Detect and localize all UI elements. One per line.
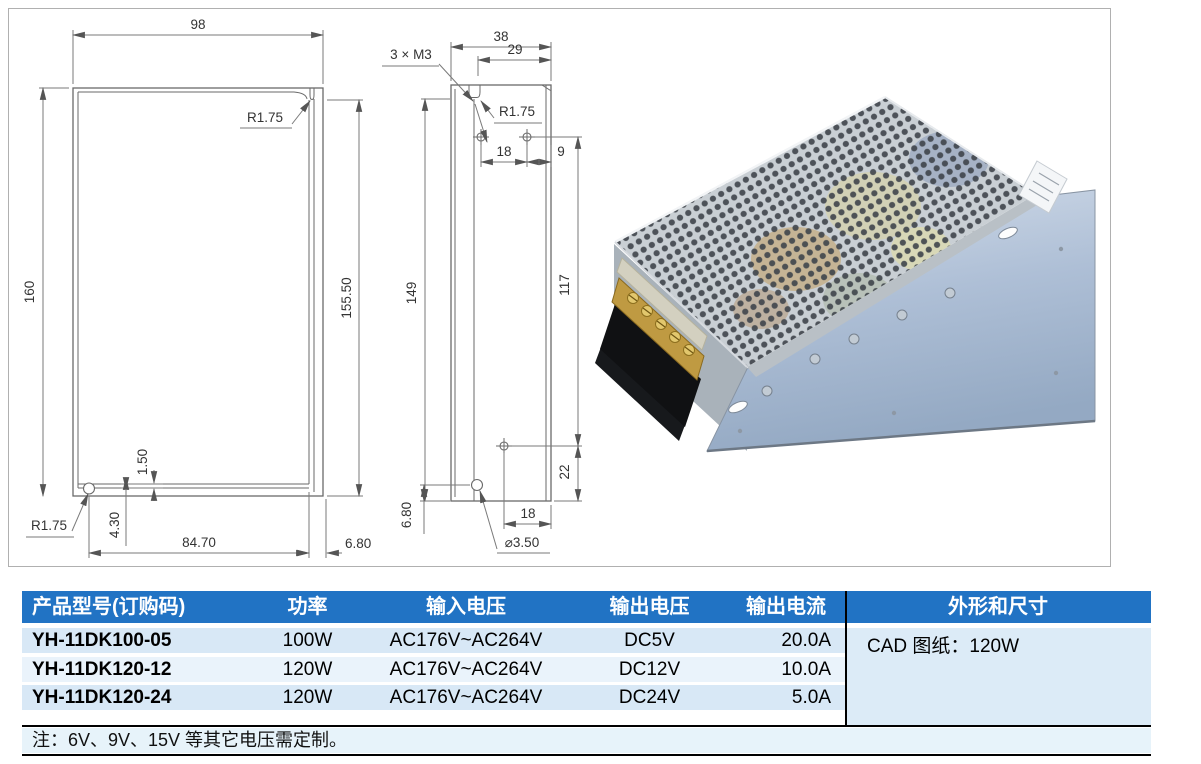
table-header-row: 产品型号(订购码) 功率 输入电压 输出电压 输出电流 外形和尺寸: [22, 591, 1151, 623]
header-output-current: 输出电流: [746, 596, 826, 618]
table-row: YH-11DK120-24 120W AC176V~AC264V DC24V 5…: [22, 685, 845, 710]
header-input-voltage: 输入电压: [426, 596, 506, 618]
header-dimensions: 外形和尺寸: [948, 596, 1048, 618]
cell-model: YH-11DK120-24: [32, 687, 172, 708]
dim-side-hole-offset-bottom: 22: [557, 464, 572, 479]
table-column-divider: [845, 591, 847, 725]
cell-output-voltage: DC12V: [618, 659, 681, 680]
table-row: YH-11DK120-12 120W AC176V~AC264V DC12V 1…: [22, 657, 845, 682]
cell-output-current: 20.0A: [781, 630, 831, 651]
dim-front-height-left: 160: [22, 281, 37, 304]
dim-side-bottom-offset: 6.80: [399, 502, 414, 528]
dim-side-edge-offset-top: 9: [557, 144, 565, 159]
header-output-voltage: 输出电压: [609, 596, 690, 618]
dim-front-radius-top: R1.75: [247, 110, 283, 125]
cell-output-voltage: DC24V: [618, 687, 681, 708]
note-bottom-rule: [22, 754, 1151, 756]
dim-side-width-top: 38: [493, 29, 508, 44]
cell-power: 120W: [282, 687, 333, 708]
cell-input-voltage: AC176V~AC264V: [389, 659, 543, 680]
dim-side-hole-spacing-top: 18: [496, 144, 511, 159]
dim-front-radius-bottom: R1.75: [31, 518, 67, 533]
mount-slot-right: [998, 226, 1018, 240]
cell-output-current: 10.0A: [781, 659, 831, 680]
cell-input-voltage: AC176V~AC264V: [389, 687, 543, 708]
cell-input-voltage: AC176V~AC264V: [389, 630, 543, 651]
header-model: 产品型号(订购码): [32, 596, 186, 618]
figure-box: 98 160 155.50 R1.75 1.50 4.30 R1.75 84.7…: [8, 8, 1111, 567]
perforated-cover: [615, 97, 1036, 367]
table-note: 注：6V、9V、15V 等其它电压需定制。: [22, 728, 1151, 753]
dim-side-hole-spacing-bottom: 18: [520, 506, 535, 521]
cell-power: 120W: [282, 659, 333, 680]
dim-front-side-offset: 6.80: [345, 536, 371, 551]
dim-side-radius: R1.75: [499, 104, 535, 119]
mount-slot-left: [728, 400, 748, 414]
dim-front-height-right: 155.50: [339, 277, 354, 318]
table-row: YH-11DK100-05 100W AC176V~AC264V DC5V 20…: [22, 628, 845, 653]
dim-front-flange-offset: 1.50: [135, 449, 150, 475]
front-view-drawing: 98 160 155.50 R1.75 1.50 4.30 R1.75 84.7…: [22, 17, 371, 558]
dimensions-merged-cell: CAD 图纸：120W: [847, 628, 1151, 725]
dim-side-height-left: 149: [404, 282, 419, 305]
dim-front-width-bottom: 84.70: [182, 535, 216, 550]
dim-side-width-inner: 29: [507, 42, 522, 57]
dim-side-hole-diameter: ⌀3.50: [505, 535, 539, 550]
case-screws: [761, 287, 956, 397]
cell-model: YH-11DK120-12: [32, 659, 172, 680]
dim-side-thread-callout: 3 × M3: [390, 47, 432, 62]
dim-front-width-top: 98: [190, 17, 205, 32]
dim-front-hole-offset: 4.30: [107, 512, 122, 538]
cell-output-current: 5.0A: [791, 687, 831, 708]
side-view-drawing: 38 29 3 × M3 R1.75 18 9 149 117 22 18 6.…: [382, 29, 582, 554]
header-power: 功率: [287, 596, 328, 618]
product-label: [1018, 160, 1068, 214]
product-photo: [595, 95, 1096, 453]
terminal-block: [595, 257, 708, 441]
note-top-rule: [22, 725, 1151, 727]
dim-side-height-right: 117: [557, 274, 572, 296]
cell-power: 100W: [282, 630, 333, 651]
cell-model: YH-11DK100-05: [32, 630, 172, 651]
spec-table: 产品型号(订购码) 功率 输入电压 输出电压 输出电流 外形和尺寸 YH-11D…: [22, 591, 1151, 759]
cell-output-voltage: DC5V: [624, 630, 675, 651]
